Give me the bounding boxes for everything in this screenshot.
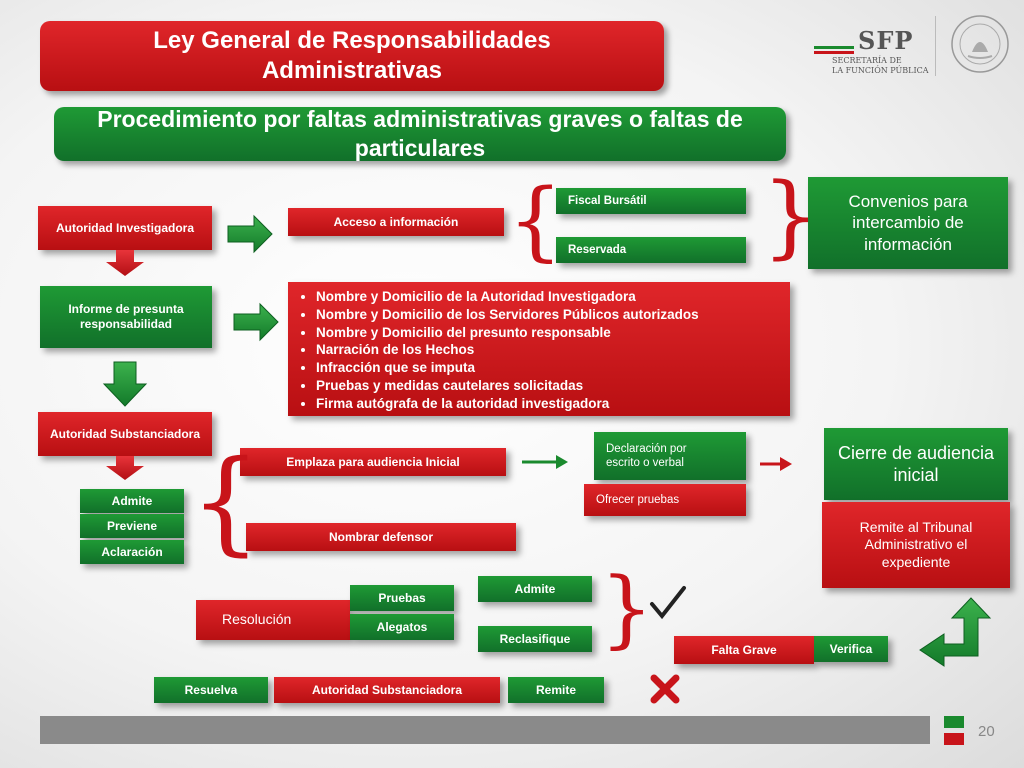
arrow-right-icon	[227, 214, 273, 254]
aclaracion-box: Aclaración	[80, 540, 184, 564]
nombrar-defensor-box: Nombrar defensor	[246, 523, 516, 551]
requisito-item: Narración de los Hechos	[316, 341, 784, 359]
informe-box: Informe de presunta responsabilidad	[40, 286, 212, 348]
brace-convenios: }	[762, 164, 820, 269]
requisitos-list: Nombre y Domicilio de la Autoridad Inves…	[294, 288, 784, 413]
arrow-down-icon	[106, 250, 144, 276]
emplaza-box: Emplaza para audiencia Inicial	[240, 448, 506, 476]
bent-arrow-icon	[919, 597, 992, 667]
logo-divider	[935, 16, 936, 76]
verifica-box: Verifica	[814, 636, 888, 662]
brace-acceso: {	[508, 171, 563, 271]
x-icon	[650, 674, 680, 704]
sfp-logo-line1: SECRETARÍA DE	[832, 56, 902, 65]
check-icon	[650, 586, 686, 620]
requisito-item: Nombre y Domicilio de la Autoridad Inves…	[316, 288, 784, 306]
fiscal-bursatil-box: Fiscal Bursátil	[556, 188, 746, 214]
brace-admite: {	[190, 437, 262, 567]
admite2-box: Admite	[478, 576, 592, 602]
reclasifique-box: Reclasifique	[478, 626, 592, 652]
alegatos-box: Alegatos	[350, 614, 454, 640]
sfp-logo-line2: LA FUNCIÓN PÚBLICA	[832, 66, 929, 75]
sfp-logo-text: SFP	[858, 26, 914, 55]
resuelva-box: Resuelva	[154, 677, 268, 703]
declaracion-box: Declaración por escrito o verbal	[594, 432, 746, 480]
falta-grave-box: Falta Grave	[674, 636, 814, 664]
mexico-seal-icon	[950, 14, 1010, 74]
arrow-right-icon	[233, 302, 279, 342]
pruebas-box: Pruebas	[350, 585, 454, 611]
resolucion-box: Resolución	[196, 600, 350, 640]
footer-bar	[40, 716, 930, 744]
sfp-logo-bar	[814, 46, 854, 49]
remite-box: Remite	[508, 677, 604, 703]
arrow-right-icon	[780, 457, 792, 471]
page-number: 20	[978, 723, 995, 740]
remite-tribunal-box: Remite al Tribunal Administrativo el exp…	[822, 502, 1010, 588]
arrow-down-icon	[106, 456, 144, 480]
autoridad-substanciadora2-box: Autoridad Substanciadora	[274, 677, 500, 703]
brace-reclasifique: }	[600, 559, 654, 657]
slide-subtitle: Procedimiento por faltas administrativas…	[54, 106, 786, 161]
requisito-item: Nombre y Domicilio del presunto responsa…	[316, 324, 784, 342]
acceso-informacion-box: Acceso a información	[288, 208, 504, 236]
requisito-item: Infracción que se imputa	[316, 359, 784, 377]
sfp-logo-bar-red	[814, 51, 854, 54]
convenios-box: Convenios para intercambio de informació…	[808, 177, 1008, 269]
previene-box: Previene	[80, 514, 184, 538]
arrow-right-icon	[556, 455, 568, 469]
sfp-logo: SFP SECRETARÍA DE LA FUNCIÓN PÚBLICA	[812, 26, 942, 76]
autoridad-substanciadora-box: Autoridad Substanciadora	[38, 412, 212, 456]
autoridad-investigadora-box: Autoridad Investigadora	[38, 206, 212, 250]
footer-flag-red	[944, 733, 964, 745]
requisito-item: Pruebas y medidas cautelares solicitadas	[316, 377, 784, 395]
admite-box: Admite	[80, 489, 184, 513]
arrow-down-icon	[102, 361, 148, 407]
footer-flag-green	[944, 716, 964, 728]
ofrecer-pruebas-box: Ofrecer pruebas	[584, 484, 746, 516]
slide-title: Ley General de Responsabilidades Adminis…	[40, 21, 664, 91]
requisito-item: Nombre y Domicilio de los Servidores Púb…	[316, 306, 784, 324]
cierre-box: Cierre de audiencia inicial	[824, 428, 1008, 500]
requisito-item: Firma autógrafa de la autoridad investig…	[316, 395, 784, 413]
requisitos-box: Nombre y Domicilio de la Autoridad Inves…	[288, 282, 790, 416]
reservada-box: Reservada	[556, 237, 746, 263]
